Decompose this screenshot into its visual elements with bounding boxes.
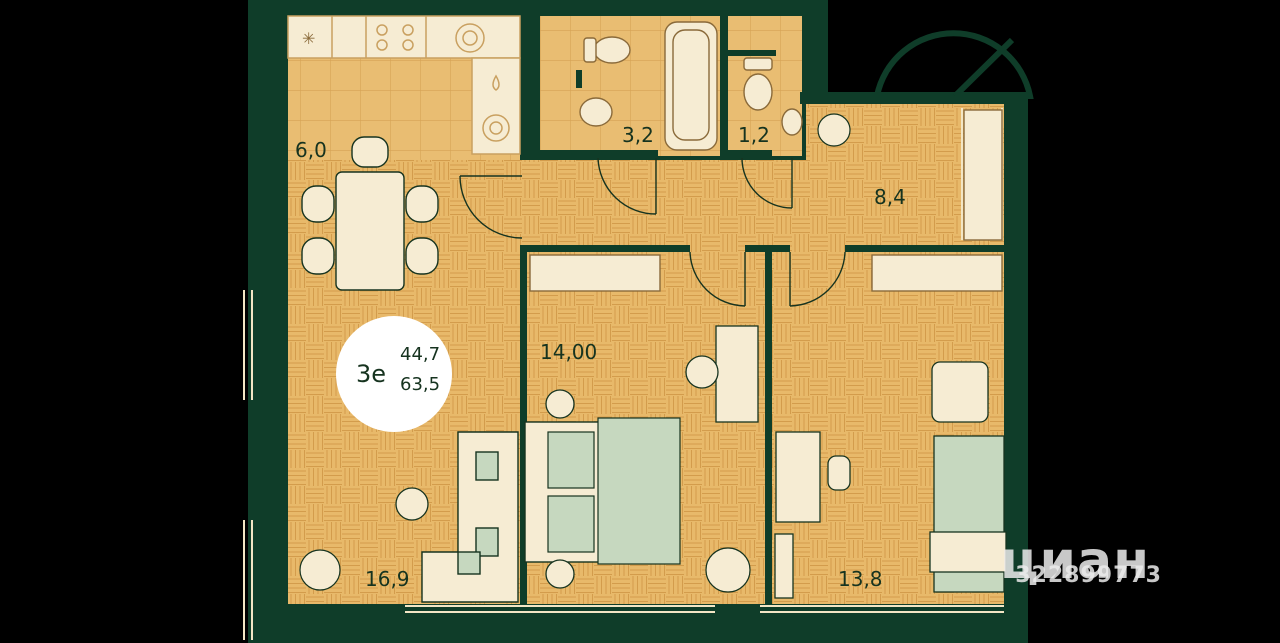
room-toilet-area: 1,2 [738,123,770,147]
fridge-icon: ✳ [302,29,315,48]
desk-left [545,325,759,589]
area-living: 63,5 [400,374,440,395]
room-kitchen-area: 6,0 [295,138,327,162]
watermark-brand: циан [1000,531,1150,591]
right-room-furniture [774,361,1007,599]
plant-icon [299,549,341,591]
room-hall-area: 8,4 [874,185,906,209]
doors [459,157,846,307]
balcony-door-leaf [952,37,1015,99]
wardrobes [529,109,1003,292]
bed [524,417,681,565]
sofa [421,431,519,603]
dining-set [301,136,439,291]
watermark-listing-id: 322899773 [1015,563,1162,588]
balcony-arc [873,30,1034,99]
room-living-area: 16,9 [365,567,410,591]
room-right-area: 13,8 [838,567,883,591]
plant-icon-2 [705,547,751,593]
room-bedroom-area: 14,00 [540,340,597,364]
plant-icon-3 [817,113,851,147]
interior-walls [520,0,1004,605]
area-badge [336,316,452,432]
unit-type: 3е [356,360,386,388]
side-table [395,487,429,521]
area-total: 44,7 [400,344,440,365]
room-bathroom-area: 3,2 [622,123,654,147]
kitchen-counter [287,15,521,155]
bathroom-fixtures [579,21,803,151]
